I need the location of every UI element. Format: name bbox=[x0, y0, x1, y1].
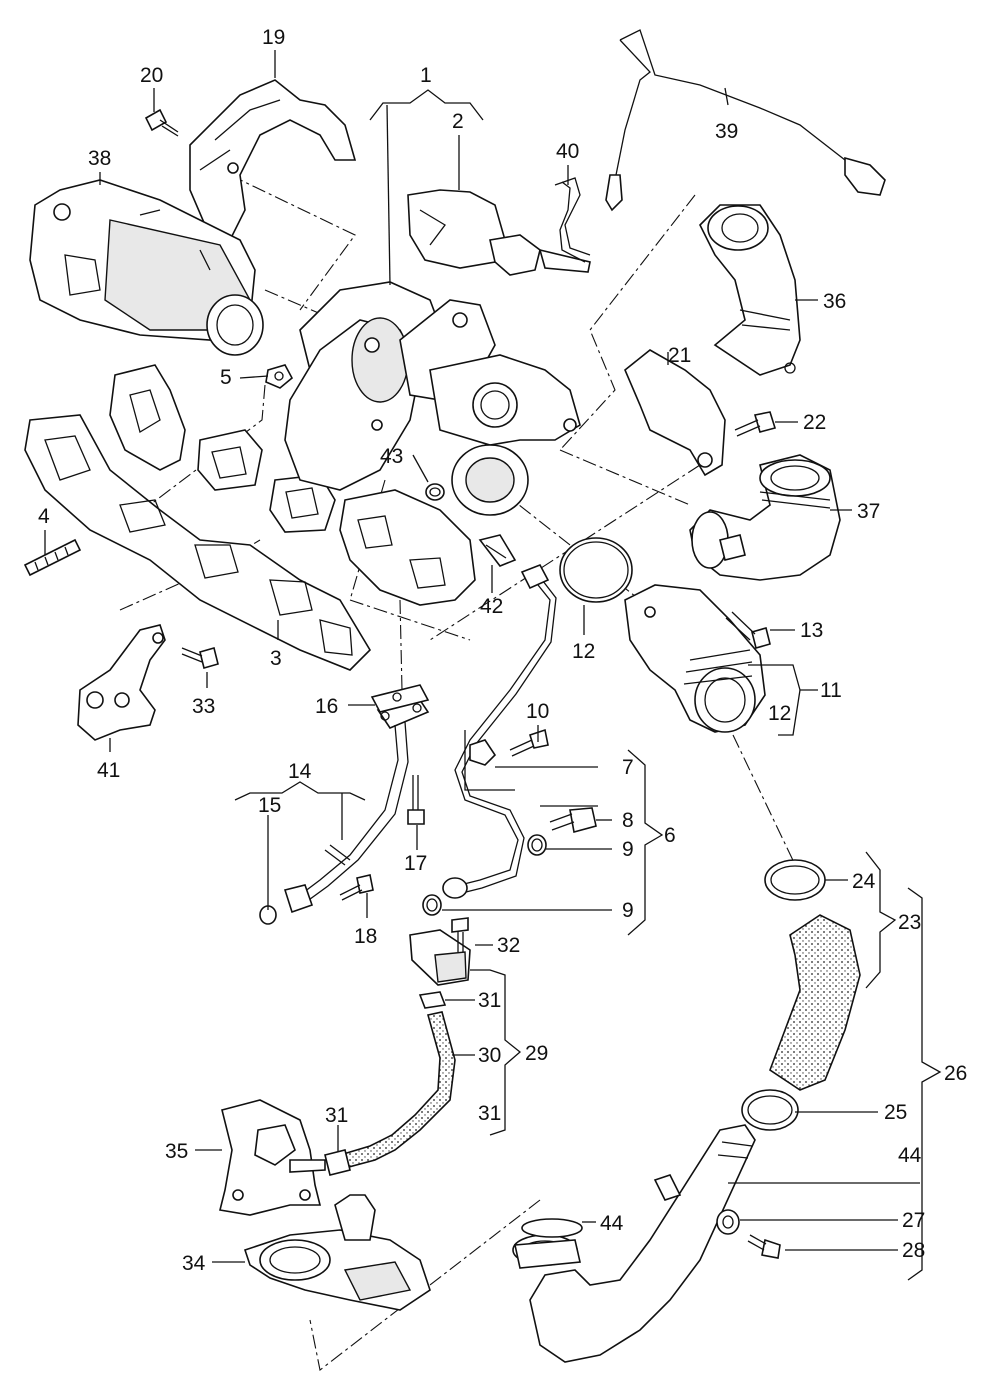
bolt-20 bbox=[144, 108, 179, 137]
callout-43: 43 bbox=[380, 445, 403, 468]
callout-40: 40 bbox=[556, 140, 579, 163]
bolt-10 bbox=[509, 728, 549, 757]
callout-9a: 9 bbox=[622, 838, 634, 861]
pipe-26 bbox=[512, 1124, 756, 1363]
turbocharger-1 bbox=[284, 281, 581, 606]
callout-labels: 1 2 3 4 5 6 7 8 9 9 10 11 12 12 13 14 15… bbox=[38, 26, 967, 1275]
callout-38: 38 bbox=[88, 147, 111, 170]
callout-28: 28 bbox=[902, 1239, 925, 1262]
bolt-13 bbox=[725, 611, 771, 649]
callout-35: 35 bbox=[165, 1140, 188, 1163]
clamp-24 bbox=[764, 859, 826, 901]
bolt-22 bbox=[734, 411, 777, 437]
oil-return-14 bbox=[283, 699, 430, 914]
callout-41: 41 bbox=[97, 759, 120, 782]
hose-30 bbox=[338, 1011, 456, 1169]
callout-29: 29 bbox=[525, 1042, 548, 1065]
elbow-37 bbox=[689, 454, 841, 581]
union-42 bbox=[478, 534, 517, 567]
callout-7: 7 bbox=[622, 756, 634, 779]
callout-21: 21 bbox=[668, 344, 691, 367]
leader-lines bbox=[44, 50, 942, 1281]
oil-line-6 bbox=[442, 563, 557, 899]
callout-24: 24 bbox=[852, 870, 876, 893]
callout-30: 30 bbox=[478, 1044, 501, 1067]
callout-12a: 12 bbox=[572, 640, 595, 663]
callout-31a: 31 bbox=[478, 989, 501, 1012]
callout-19: 19 bbox=[262, 26, 285, 49]
bolt-17 bbox=[407, 775, 425, 825]
callout-11: 11 bbox=[820, 679, 842, 702]
clamp-25 bbox=[741, 1089, 799, 1131]
callout-16: 16 bbox=[315, 695, 338, 718]
o-ring-43 bbox=[425, 483, 445, 501]
callout-6: 6 bbox=[664, 824, 676, 847]
exhaust-housing-38 bbox=[29, 179, 264, 356]
bolt-28 bbox=[747, 1234, 781, 1259]
callout-22: 22 bbox=[803, 411, 826, 434]
washers-9 bbox=[422, 834, 547, 916]
callout-42: 42 bbox=[480, 595, 503, 618]
callout-31b: 31 bbox=[478, 1102, 501, 1125]
callout-20: 20 bbox=[140, 64, 163, 87]
manifold-gasket-upper bbox=[109, 364, 336, 533]
callout-1: 1 bbox=[420, 64, 432, 87]
callout-12b: 12 bbox=[768, 702, 791, 725]
callout-4: 4 bbox=[38, 505, 50, 528]
pipe-36 bbox=[699, 204, 801, 376]
seal-ring-12 bbox=[559, 537, 633, 603]
clamp-31-lower bbox=[324, 1149, 351, 1176]
bolt-33 bbox=[181, 647, 219, 669]
callout-26: 26 bbox=[944, 1062, 967, 1085]
valve-29 bbox=[409, 929, 471, 986]
clamp-31-upper bbox=[418, 991, 447, 1009]
grommet-27 bbox=[716, 1209, 740, 1235]
gasket-16 bbox=[370, 684, 430, 713]
actuator-2 bbox=[407, 189, 591, 276]
callout-2: 2 bbox=[452, 110, 464, 133]
callout-9b: 9 bbox=[622, 899, 634, 922]
callout-10: 10 bbox=[526, 700, 549, 723]
nut-5 bbox=[265, 364, 294, 389]
throttle-34 bbox=[243, 1194, 431, 1311]
manifold-gasket-3 bbox=[24, 414, 372, 671]
callout-44b: 44 bbox=[600, 1212, 624, 1235]
callout-18: 18 bbox=[354, 925, 377, 948]
housing-35 bbox=[219, 1099, 326, 1216]
hose-23 bbox=[769, 914, 861, 1091]
callout-32: 32 bbox=[497, 934, 520, 957]
connector-11 bbox=[624, 584, 766, 733]
callout-39: 39 bbox=[715, 120, 738, 143]
bracket-41 bbox=[77, 624, 166, 741]
sensor-39 bbox=[605, 29, 886, 212]
vacuum-line-40 bbox=[554, 177, 591, 263]
callout-27: 27 bbox=[902, 1209, 925, 1232]
seal-44 bbox=[521, 1218, 583, 1238]
stud-4 bbox=[23, 538, 82, 577]
callout-17: 17 bbox=[404, 852, 427, 875]
callout-36: 36 bbox=[823, 290, 846, 313]
callout-25: 25 bbox=[884, 1101, 907, 1124]
banjo-bolt-8 bbox=[549, 807, 597, 834]
bolt-32 bbox=[451, 917, 469, 952]
callout-3: 3 bbox=[270, 647, 282, 670]
clip-7 bbox=[469, 739, 497, 766]
callout-5: 5 bbox=[220, 366, 232, 389]
callout-14: 14 bbox=[288, 760, 312, 783]
callout-44a: 44 bbox=[898, 1144, 922, 1167]
bracket-21 bbox=[624, 349, 726, 477]
callout-8: 8 bbox=[622, 809, 634, 832]
callout-34: 34 bbox=[182, 1252, 206, 1275]
callout-13: 13 bbox=[800, 619, 823, 642]
callout-15: 15 bbox=[258, 794, 281, 817]
bolt-18 bbox=[339, 874, 374, 901]
callout-23: 23 bbox=[898, 911, 921, 934]
callout-37: 37 bbox=[857, 500, 880, 523]
callout-31c: 31 bbox=[325, 1104, 348, 1127]
callout-33: 33 bbox=[192, 695, 215, 718]
heat-shield-19 bbox=[189, 79, 357, 242]
